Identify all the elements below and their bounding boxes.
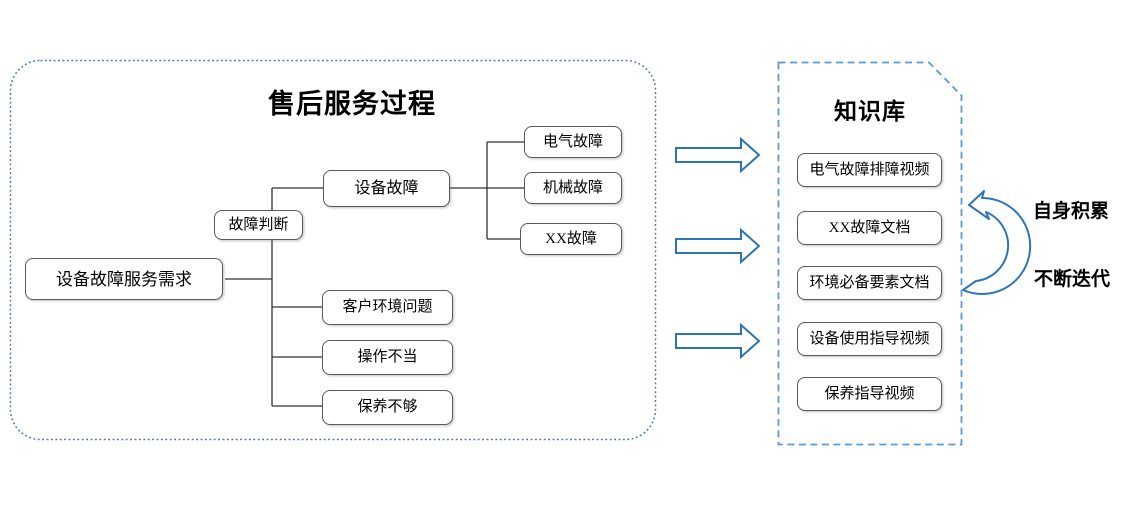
cycle-arrow-icon: [962, 190, 1032, 295]
kb-item-maintenance-video: 保养指导视频: [797, 377, 942, 411]
kb-item-environment-doc: 环境必备要素文档: [797, 266, 942, 300]
node-insufficient-maintenance: 保养不够: [322, 390, 453, 425]
node-service-demand: 设备故障服务需求: [25, 258, 223, 300]
node-equipment-fault: 设备故障: [323, 170, 450, 207]
kb-item-xx-fault-doc: XX故障文档: [797, 211, 942, 245]
after-sales-title: 售后服务过程: [268, 89, 436, 119]
kb-item-usage-video: 设备使用指导视频: [797, 322, 942, 356]
flow-arrow-icon-bottom: [675, 322, 761, 360]
cycle-label-self-accumulation: 自身积累: [1033, 201, 1110, 222]
node-xx-fault: XX故障: [520, 223, 622, 255]
flow-arrow-icon-top: [675, 136, 761, 174]
node-fault-judgment: 故障判断: [214, 210, 303, 240]
cycle-label-continuous-iteration: 不断迭代: [1034, 269, 1111, 290]
node-mechanical-fault: 机械故障: [524, 172, 622, 204]
after-sales-container-outline: [9, 59, 657, 441]
node-customer-environment: 客户环境问题: [322, 290, 453, 325]
node-electrical-fault: 电气故障: [524, 126, 622, 158]
kb-item-electrical-video: 电气故障排障视频: [797, 153, 942, 187]
node-improper-operation: 操作不当: [322, 340, 453, 375]
flow-arrow-icon-middle: [675, 227, 761, 265]
tree-connector-lines: [225, 141, 524, 407]
knowledge-base-title: 知识库: [834, 99, 906, 124]
